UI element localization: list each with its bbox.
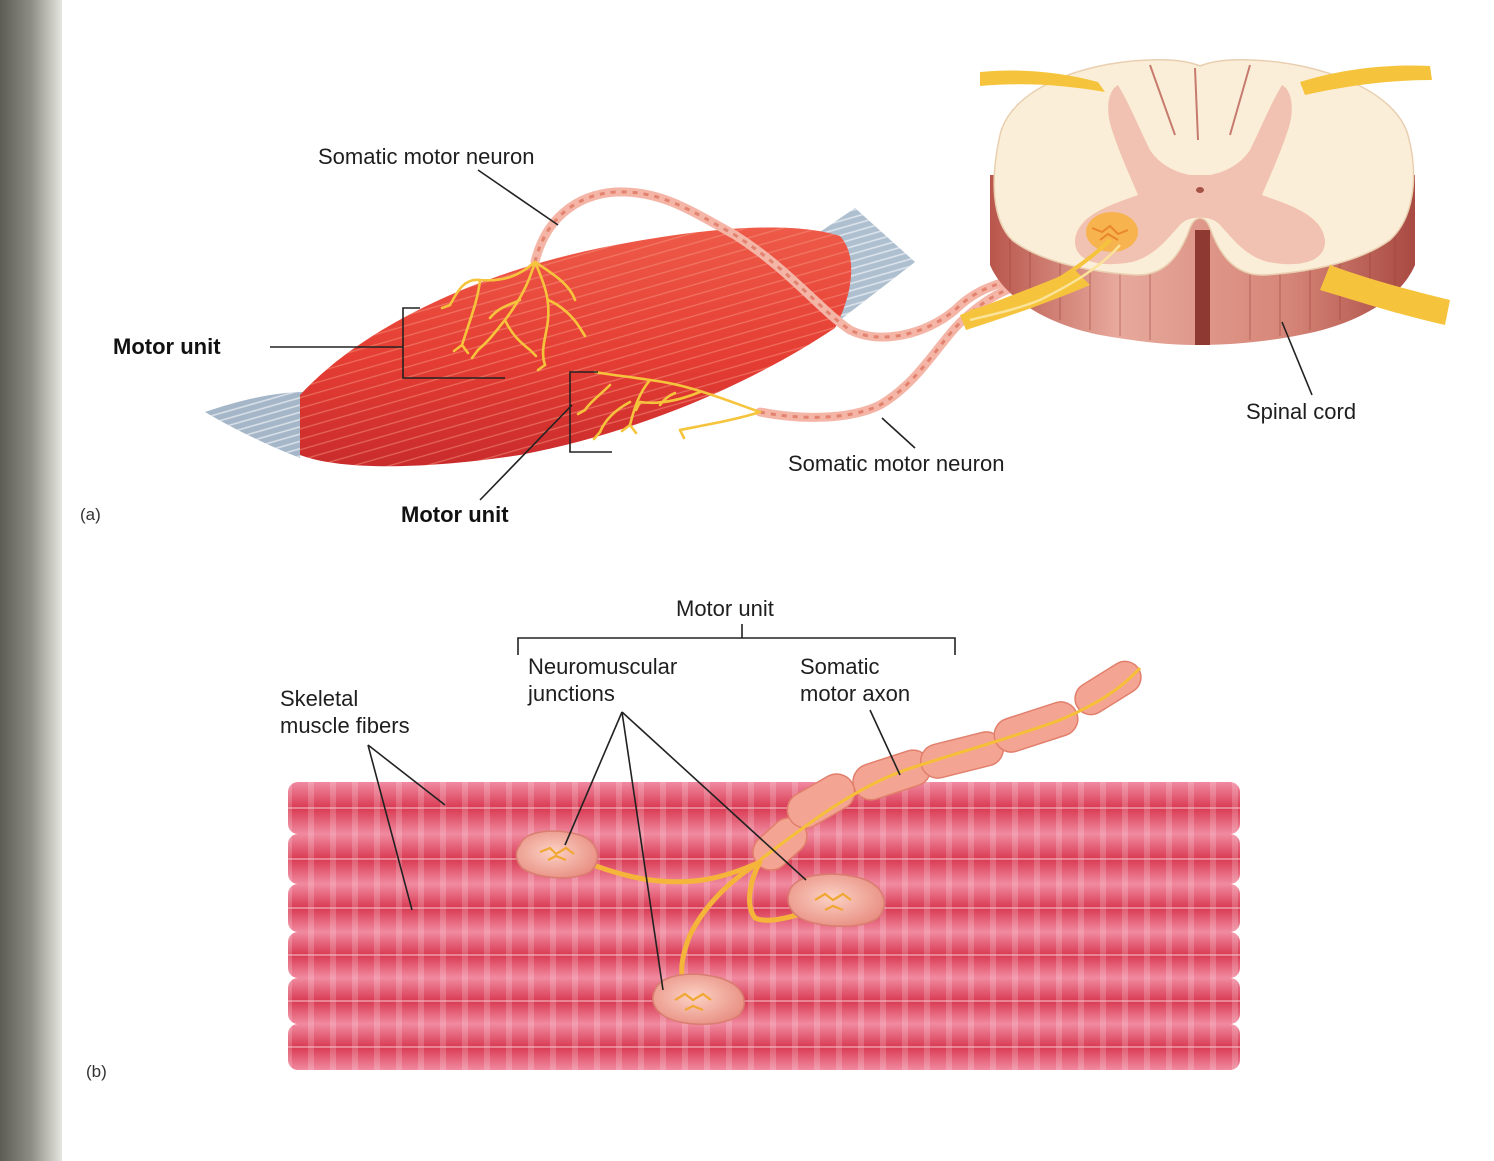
tendon-left-lines bbox=[205, 392, 305, 458]
neuromuscular-junction-3 bbox=[653, 974, 744, 1024]
label-motor-unit-bottom: Motor unit bbox=[401, 501, 509, 528]
panel-b-tag: (b) bbox=[86, 1058, 107, 1085]
spinal-cord bbox=[960, 60, 1450, 345]
neuromuscular-junction-1 bbox=[516, 831, 597, 878]
label-skeletal-line2: muscle fibers bbox=[280, 712, 410, 739]
label-neuromuscular-line1: Neuromuscular bbox=[528, 653, 677, 680]
panel-a-tag: (a) bbox=[80, 501, 101, 528]
label-somatic-motor-neuron-bottom: Somatic motor neuron bbox=[788, 450, 1004, 477]
label-motor-unit-b: Motor unit bbox=[676, 595, 774, 622]
neuromuscular-junction-2 bbox=[788, 874, 884, 926]
label-neuromuscular-line2: junctions bbox=[528, 680, 615, 707]
skeletal-muscle-fibers bbox=[288, 780, 1240, 1070]
page-binding-shadow bbox=[0, 0, 62, 1161]
label-spinal-cord: Spinal cord bbox=[1246, 398, 1356, 425]
label-motor-unit-left: Motor unit bbox=[113, 333, 221, 360]
label-somatic-motor-neuron-top: Somatic motor neuron bbox=[318, 143, 534, 170]
label-skeletal-line1: Skeletal bbox=[280, 685, 358, 712]
label-somatic-axon-line1: Somatic bbox=[800, 653, 879, 680]
label-somatic-axon-line2: motor axon bbox=[800, 680, 910, 707]
